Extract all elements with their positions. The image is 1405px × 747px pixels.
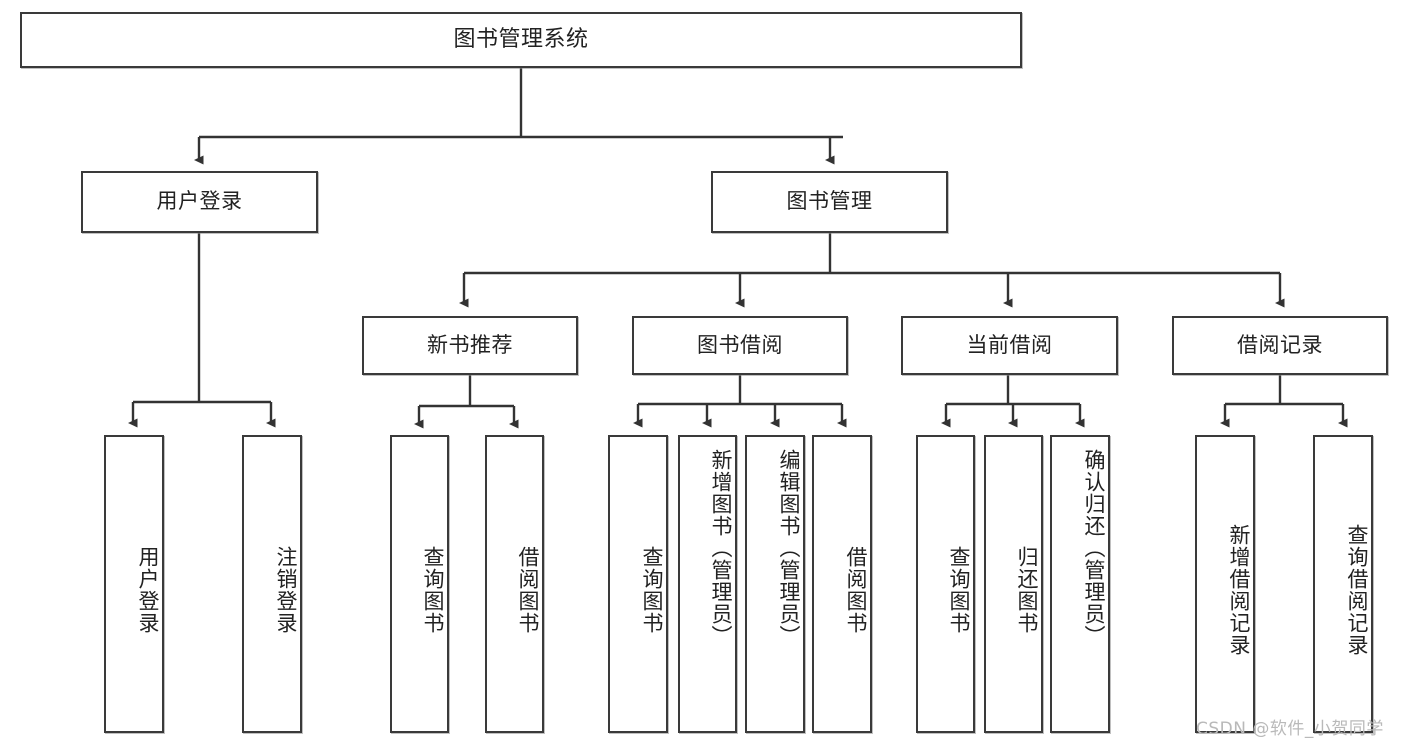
leaf-return-book[interactable]: 归还图书 — [984, 435, 1043, 733]
leaf-edit-book-admin[interactable]: 编辑图书（管理员） — [745, 435, 805, 733]
leaf-query-book-borrow[interactable]: 查询图书 — [608, 435, 668, 733]
leaf-query-book-current[interactable]: 查询图书 — [916, 435, 975, 733]
leaf-add-borrow-record[interactable]: 新增借阅记录 — [1195, 435, 1255, 733]
leaf-confirm-return-admin[interactable]: 确认归还（管理员） — [1050, 435, 1110, 733]
node-user-login[interactable]: 用户登录 — [81, 171, 318, 233]
node-new-book-recommend[interactable]: 新书推荐 — [362, 316, 578, 375]
node-book-borrow[interactable]: 图书借阅 — [632, 316, 848, 375]
leaf-add-book-admin[interactable]: 新增图书（管理员） — [678, 435, 737, 733]
leaf-borrow-book[interactable]: 借阅图书 — [812, 435, 872, 733]
leaf-logout[interactable]: 注销登录 — [242, 435, 302, 733]
csdn-watermark: CSDN @软件_小贺同学 — [1196, 719, 1384, 739]
node-root[interactable]: 图书管理系统 — [20, 12, 1022, 68]
node-current-borrow[interactable]: 当前借阅 — [901, 316, 1118, 375]
leaf-query-book-recommend[interactable]: 查询图书 — [390, 435, 449, 733]
leaf-user-login[interactable]: 用户登录 — [104, 435, 164, 733]
node-book-management[interactable]: 图书管理 — [711, 171, 948, 233]
leaf-query-borrow-record[interactable]: 查询借阅记录 — [1313, 435, 1373, 733]
leaf-borrow-book-recommend[interactable]: 借阅图书 — [485, 435, 544, 733]
node-borrow-record[interactable]: 借阅记录 — [1172, 316, 1388, 375]
